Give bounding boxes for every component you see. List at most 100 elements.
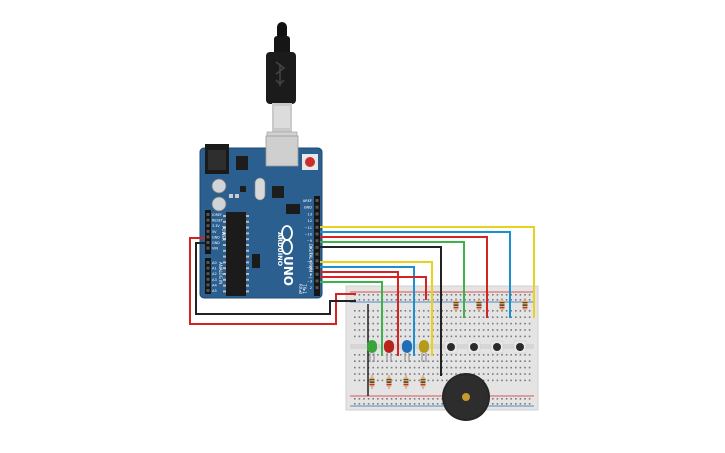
breadboard-hole[interactable] [390,322,393,325]
wire-black-gnd[interactable] [195,242,356,315]
breadboard-hole[interactable] [455,329,457,331]
breadboard-hole[interactable] [427,366,430,369]
breadboard-hole[interactable] [496,335,499,338]
breadboard-hole[interactable] [482,294,485,296]
breadboard-hole[interactable] [400,354,402,356]
breadboard-hole[interactable] [354,329,356,331]
breadboard-hole[interactable] [478,360,480,362]
breadboard-hole[interactable] [505,366,508,369]
breadboard-hole[interactable] [492,294,494,296]
breadboard-hole[interactable] [418,366,420,369]
breadboard-hole[interactable] [427,354,430,356]
breadboard-hole[interactable] [450,373,453,375]
breadboard-hole[interactable] [404,403,407,405]
breadboard-hole[interactable] [423,316,425,318]
breadboard-hole[interactable] [482,354,485,356]
breadboard-hole[interactable] [473,329,476,331]
breadboard-hole[interactable] [519,299,522,301]
wires[interactable] [189,226,535,396]
breadboard-hole[interactable] [473,310,476,312]
analog-pin-hole[interactable] [206,272,210,276]
breadboard-hole[interactable] [377,329,379,331]
breadboard-hole[interactable] [524,360,526,362]
breadboard-hole[interactable] [524,316,526,318]
breadboard-hole[interactable] [519,360,522,362]
breadboard-hole[interactable] [372,316,374,318]
breadboard-hole[interactable] [501,379,503,382]
breadboard-hole[interactable] [515,360,517,362]
breadboard-hole[interactable] [519,310,522,312]
breadboard-hole[interactable] [363,299,365,301]
breadboard-hole[interactable] [455,316,457,318]
breadboard-hole[interactable] [441,366,443,369]
breadboard-hole[interactable] [510,379,512,382]
breadboard-hole[interactable] [505,360,508,362]
breadboard-hole[interactable] [386,373,388,375]
breadboard-hole[interactable] [519,366,522,369]
breadboard-hole[interactable] [436,366,439,369]
push-buttons[interactable] [444,340,527,354]
breadboard-hole[interactable] [482,366,485,369]
breadboard-hole[interactable] [505,316,508,318]
breadboard-hole[interactable] [363,329,365,331]
breadboard-hole[interactable] [464,360,466,362]
breadboard-hole[interactable] [478,329,480,331]
breadboard-hole[interactable] [492,403,494,405]
breadboard-hole[interactable] [390,329,393,331]
breadboard-hole[interactable] [423,366,425,369]
breadboard-hole[interactable] [418,379,420,382]
breadboard-hole[interactable] [464,329,466,331]
analog-pin-hole[interactable] [206,266,210,270]
breadboard-hole[interactable] [395,354,397,356]
breadboard-hole[interactable] [427,398,430,400]
breadboard-hole[interactable] [492,316,494,318]
breadboard-hole[interactable] [515,322,517,325]
breadboard-hole[interactable] [473,366,476,369]
breadboard-hole[interactable] [482,310,485,312]
breadboard-hole[interactable] [515,316,517,318]
breadboard-hole[interactable] [418,329,420,331]
breadboard-hole[interactable] [524,354,526,356]
push-button[interactable] [444,340,458,354]
breadboard-hole[interactable] [469,299,471,301]
breadboard-hole[interactable] [469,316,471,318]
breadboard-hole[interactable] [354,299,356,301]
breadboard-hole[interactable] [358,329,361,331]
breadboard-hole[interactable] [446,360,448,362]
breadboard-hole[interactable] [501,366,503,369]
breadboard-hole[interactable] [377,403,379,405]
breadboard-hole[interactable] [354,398,356,400]
breadboard-hole[interactable] [363,354,365,356]
breadboard-hole[interactable] [423,360,425,362]
breadboard-hole[interactable] [469,360,471,362]
breadboard-hole[interactable] [395,403,397,405]
breadboard-hole[interactable] [446,310,448,312]
breadboard-hole[interactable] [395,294,397,296]
breadboard-hole[interactable] [487,316,489,318]
breadboard-hole[interactable] [423,294,425,296]
resistor-button[interactable] [499,298,505,312]
breadboard-hole[interactable] [363,310,365,312]
breadboard-hole[interactable] [386,294,388,296]
breadboard-hole[interactable] [377,294,379,296]
breadboard-hole[interactable] [363,316,365,318]
resistor-button[interactable] [522,298,528,312]
breadboard-hole[interactable] [482,335,485,338]
breadboard-hole[interactable] [427,310,430,312]
breadboard-hole[interactable] [459,354,462,356]
digital-pin-hole[interactable] [315,272,319,276]
breadboard-hole[interactable] [469,329,471,331]
power-pin-hole[interactable] [206,235,210,239]
breadboard-hole[interactable] [510,316,512,318]
breadboard-hole[interactable] [487,373,489,375]
resistor-led[interactable] [403,375,409,389]
breadboard-hole[interactable] [464,316,466,318]
breadboard-hole[interactable] [386,335,388,338]
breadboard-hole[interactable] [395,310,397,312]
breadboard-hole[interactable] [409,322,411,325]
breadboard-hole[interactable] [487,360,489,362]
breadboard-hole[interactable] [505,322,508,325]
breadboard-hole[interactable] [377,398,379,400]
breadboard-hole[interactable] [515,354,517,356]
breadboard-hole[interactable] [450,366,453,369]
